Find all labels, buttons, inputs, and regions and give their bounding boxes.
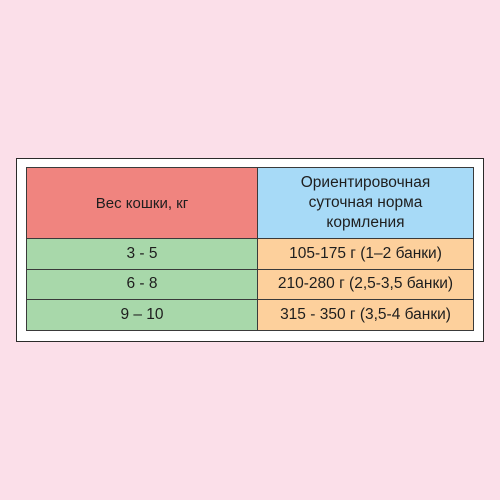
header-daily-norm-line: кормления [326, 214, 405, 231]
norm-cell: 210-280 г (2,5-3,5 банки) [257, 268, 474, 301]
weight-cell: 9 – 10 [26, 299, 258, 331]
feeding-table-frame: Вес кошки, кг Ориентировочная суточная н… [16, 158, 484, 342]
header-daily-norm: Ориентировочная суточная норма кормления [257, 167, 474, 239]
header-daily-norm-line: Ориентировочная [300, 174, 431, 191]
table-row: 6 - 8 210-280 г (2,5-3,5 банки) [26, 268, 474, 301]
feeding-norm-table: Вес кошки, кг Ориентировочная суточная н… [26, 167, 474, 331]
header-cat-weight: Вес кошки, кг [26, 167, 258, 239]
table-header-row: Вес кошки, кг Ориентировочная суточная н… [26, 167, 474, 239]
header-daily-norm-line: суточная норма [308, 194, 423, 211]
weight-cell: 6 - 8 [26, 268, 258, 301]
weight-cell: 3 - 5 [26, 238, 258, 270]
norm-cell: 315 - 350 г (3,5-4 банки) [257, 299, 474, 331]
table-row: 9 – 10 315 - 350 г (3,5-4 банки) [26, 299, 474, 331]
norm-cell: 105-175 г (1–2 банки) [257, 238, 474, 270]
table-row: 3 - 5 105-175 г (1–2 банки) [26, 238, 474, 270]
